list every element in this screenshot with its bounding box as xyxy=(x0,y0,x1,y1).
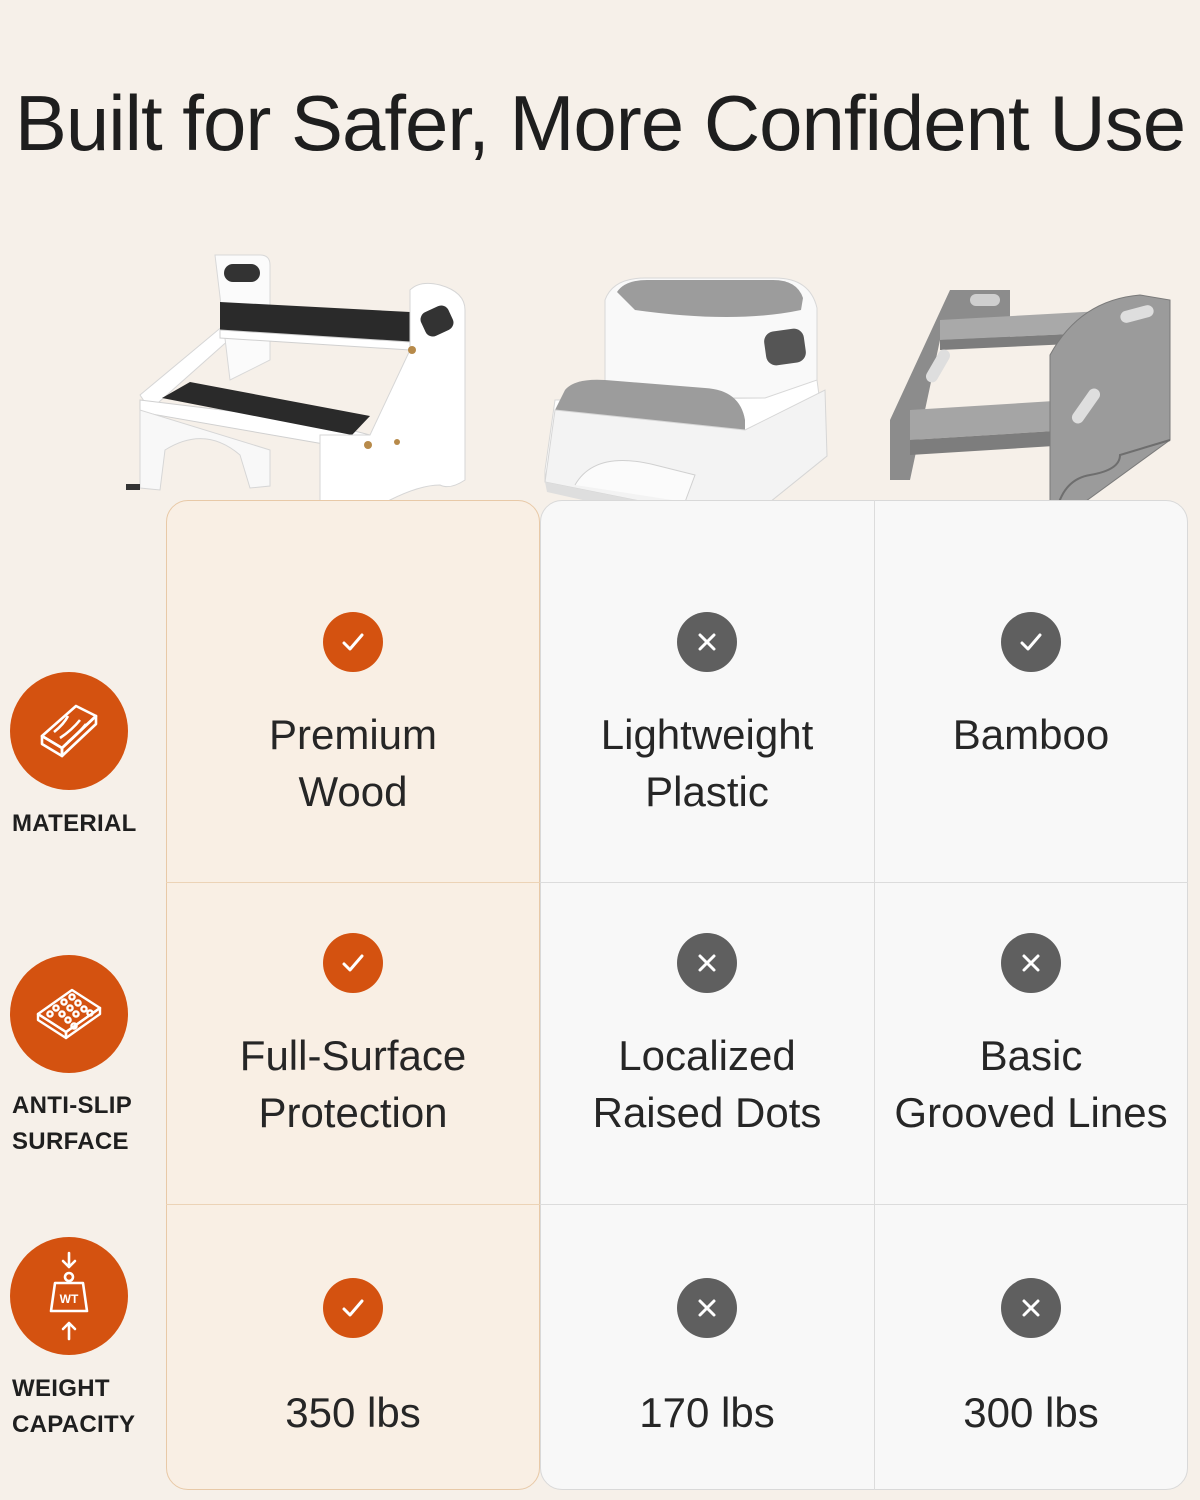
weight-value: 300 lbs xyxy=(963,1389,1099,1436)
wood-plank-icon xyxy=(10,672,128,790)
row-divider xyxy=(166,1204,540,1205)
material-value: Bamboo xyxy=(952,711,1110,758)
bamboo-stool-image xyxy=(880,280,1180,530)
check-icon xyxy=(323,933,383,993)
weight-value: 170 lbs xyxy=(639,1389,775,1436)
check-icon xyxy=(323,1278,383,1338)
weight-cell-bamboo: 300 lbs xyxy=(874,1278,1188,1441)
material-value: Lightweight Plastic xyxy=(600,711,814,815)
svg-text:WT: WT xyxy=(60,1292,79,1306)
anti-slip-value: Localized Raised Dots xyxy=(592,1032,822,1136)
row-label-material: MATERIAL xyxy=(12,810,137,837)
anti-slip-cell-wood: Full-Surface Protection xyxy=(166,933,540,1141)
plastic-stool-image xyxy=(535,270,835,530)
column-divider xyxy=(874,500,875,1490)
cross-icon xyxy=(677,612,737,672)
anti-slip-cell-bamboo: Basic Grooved Lines xyxy=(874,933,1188,1141)
weight-icon: WT xyxy=(10,1237,128,1355)
page-title: Built for Safer, More Confident Use xyxy=(14,79,1186,167)
anti-slip-value: Basic Grooved Lines xyxy=(894,1032,1168,1136)
check-icon xyxy=(1001,612,1061,672)
cross-icon xyxy=(677,933,737,993)
textured-mat-icon xyxy=(10,955,128,1073)
row-label-anti-slip: ANTI-SLIP SURFACE xyxy=(12,1092,133,1155)
cross-icon xyxy=(1001,933,1061,993)
wood-stool-image xyxy=(120,250,480,570)
material-value: Premium Wood xyxy=(268,711,438,815)
anti-slip-cell-plastic: Localized Raised Dots xyxy=(540,933,874,1141)
material-cell-plastic: Lightweight Plastic xyxy=(540,612,874,820)
material-cell-wood: Premium Wood xyxy=(166,612,540,820)
check-icon xyxy=(323,612,383,672)
row-label-weight: WEIGHT CAPACITY xyxy=(12,1375,136,1438)
row-divider xyxy=(540,882,1188,883)
weight-cell-plastic: 170 lbs xyxy=(540,1278,874,1441)
cross-icon xyxy=(1001,1278,1061,1338)
material-cell-bamboo: Bamboo xyxy=(874,612,1188,763)
weight-cell-wood: 350 lbs xyxy=(166,1278,540,1441)
weight-value: 350 lbs xyxy=(285,1389,421,1436)
row-divider xyxy=(166,882,540,883)
row-divider xyxy=(540,1204,1188,1205)
comparison-panel xyxy=(540,500,1188,1490)
anti-slip-value: Full-Surface Protection xyxy=(239,1032,467,1136)
cross-icon xyxy=(677,1278,737,1338)
